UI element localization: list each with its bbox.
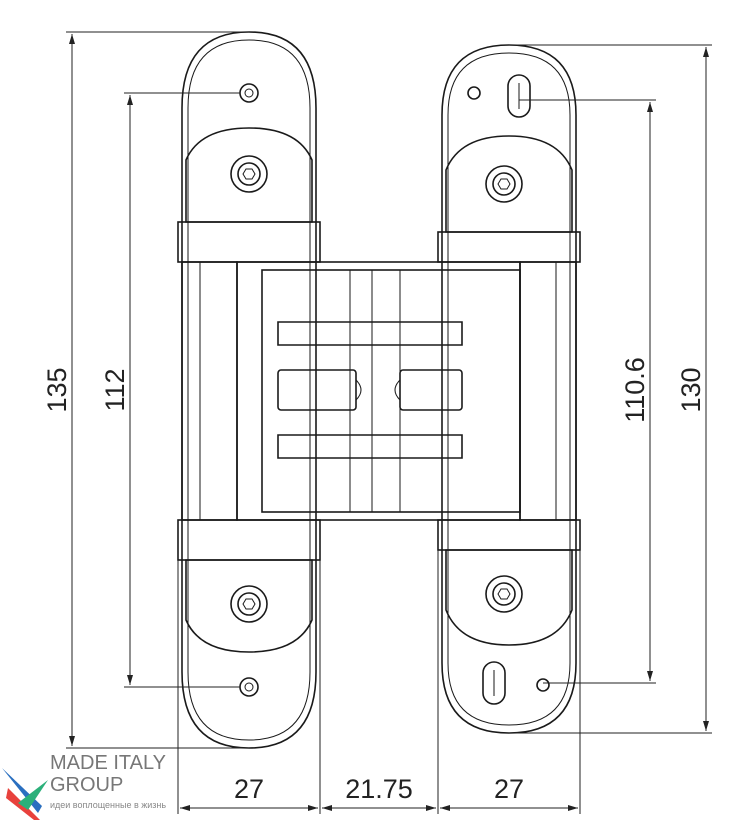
logo-tagline: идеи воплощенные в жизнь <box>50 800 167 810</box>
dim-body-width: 21.75 <box>345 774 413 804</box>
dim-135: 135 <box>42 367 72 412</box>
right-hinge-leaf <box>437 44 581 734</box>
logo-mark-icon <box>2 768 48 820</box>
dim-112: 112 <box>100 368 130 411</box>
dim-left-width: 27 <box>234 774 264 804</box>
dim-right-width: 27 <box>494 774 524 804</box>
dimension-lines <box>66 31 712 814</box>
logo-name: MADE ITALY GROUP <box>50 752 166 796</box>
left-hinge-leaf <box>177 31 321 749</box>
dim-110-6: 110.6 <box>620 357 650 423</box>
hinge-body <box>236 261 521 521</box>
dim-130: 130 <box>676 367 706 412</box>
